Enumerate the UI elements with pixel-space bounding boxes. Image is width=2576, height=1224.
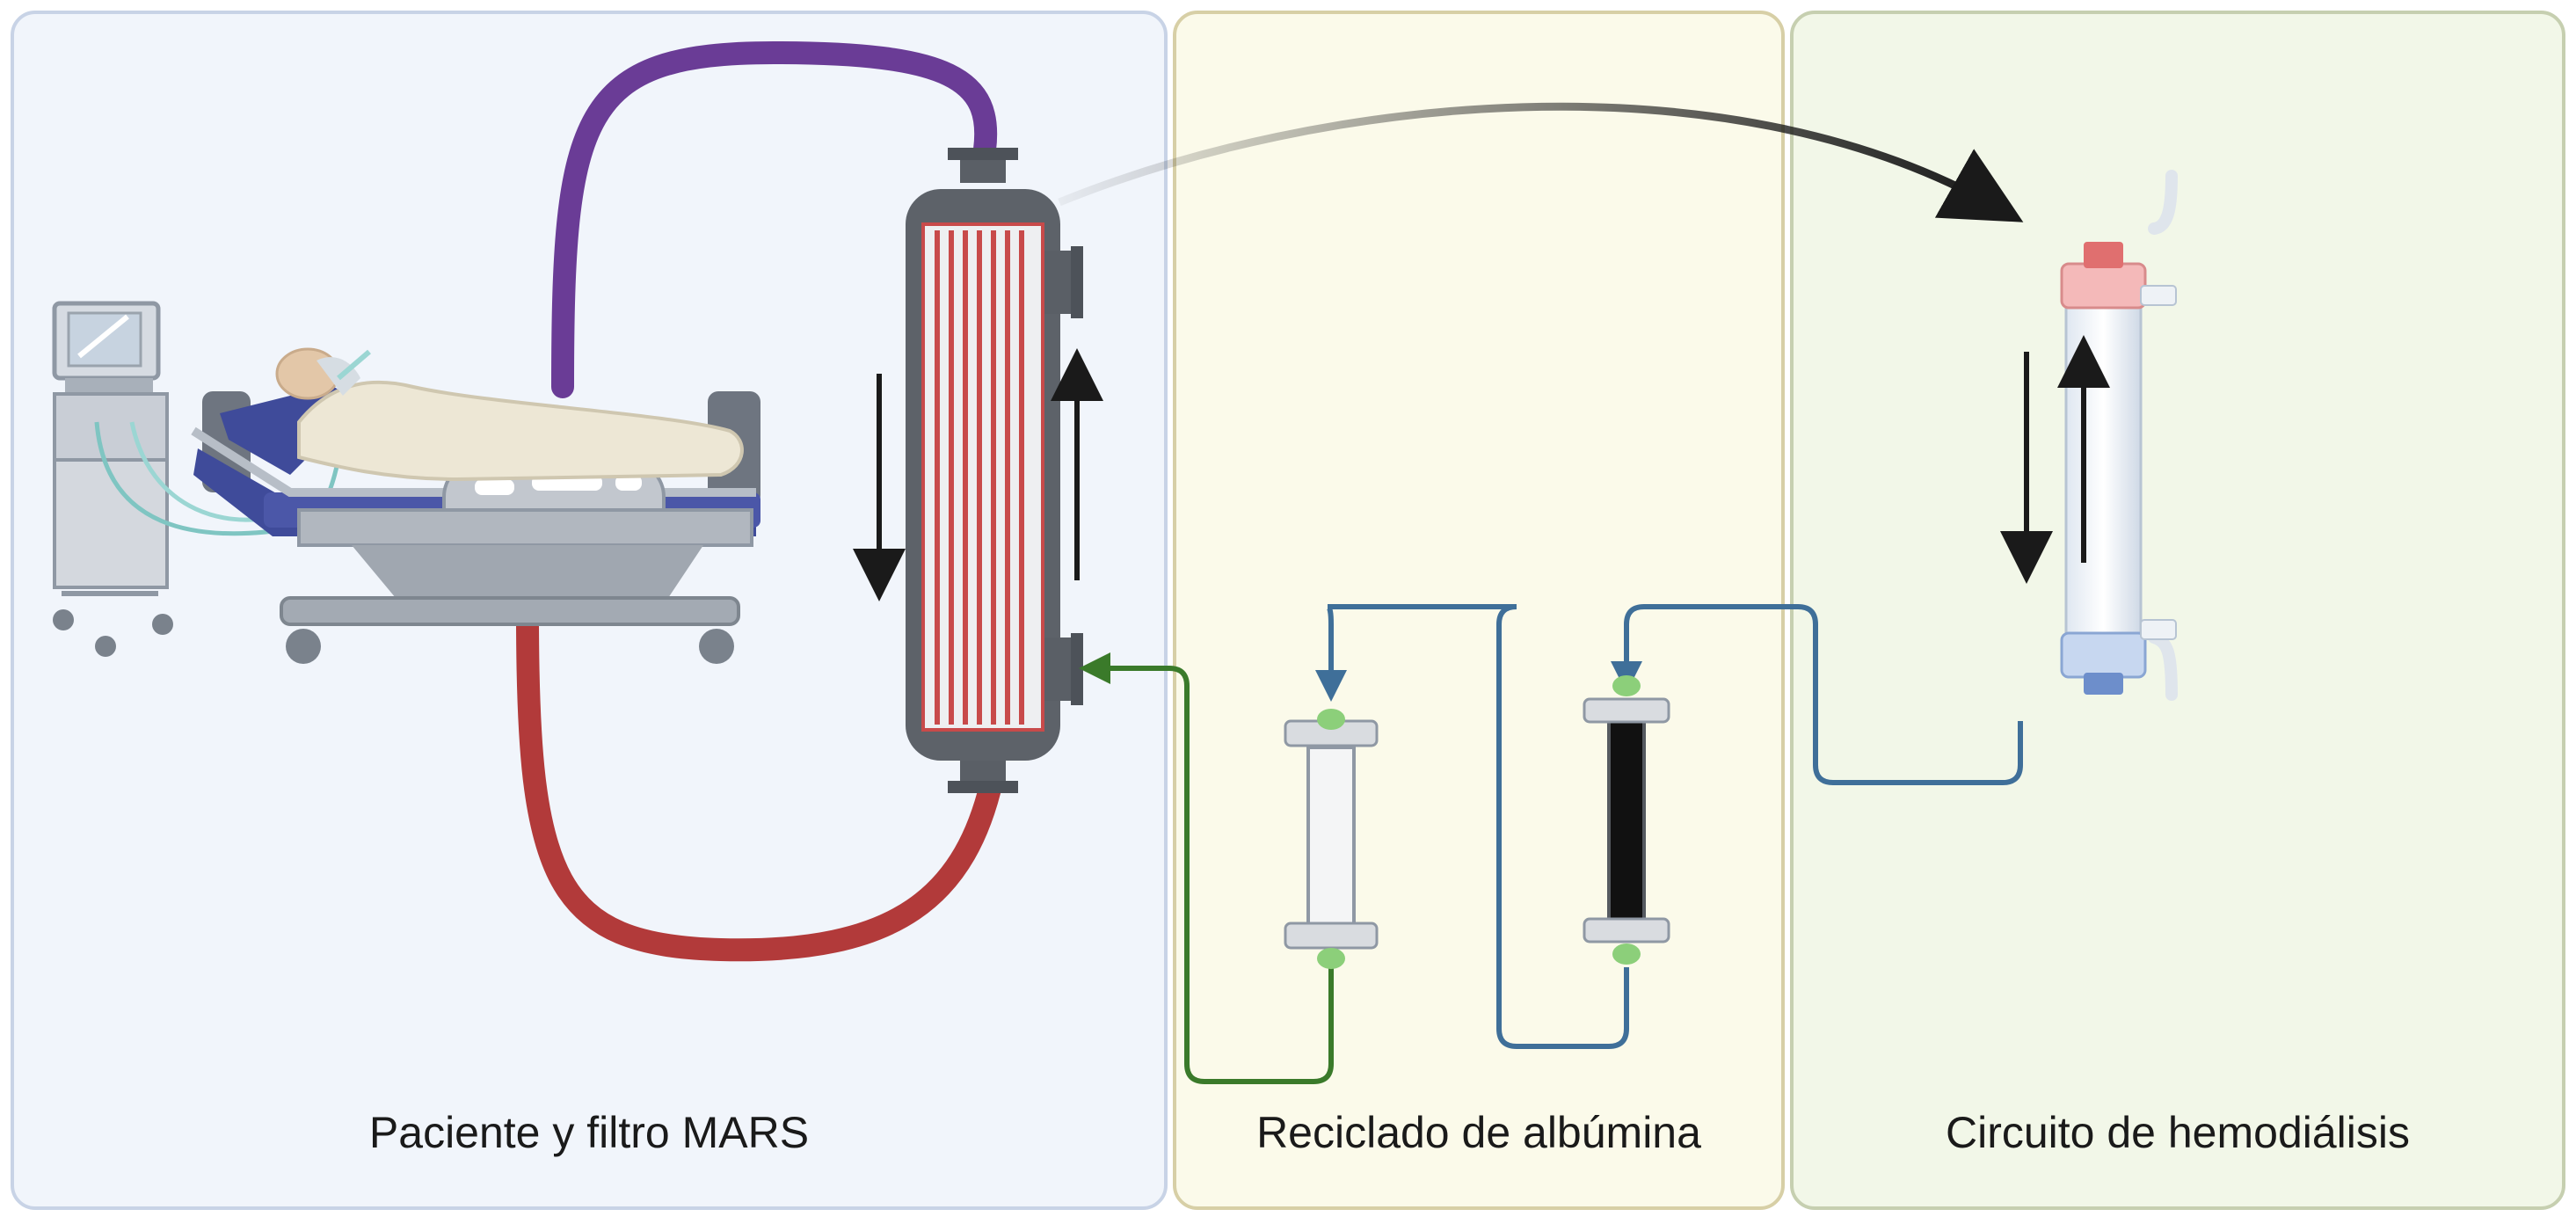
anion-exchange-column-icon	[1284, 709, 1379, 969]
red-blood-line	[516, 604, 1005, 962]
panel-label-patient: Paciente y filtro MARS	[369, 1108, 809, 1157]
charcoal-column-icon	[1583, 675, 1670, 965]
panel-label-albumin: Reciclado de albúmina	[1256, 1108, 1701, 1157]
albumin-return-line	[1079, 652, 1334, 1084]
albumin-circuit-line-right	[1611, 604, 2023, 785]
panel-label-hemodialysis: Circuito de hemodiálisis	[1946, 1108, 2410, 1157]
transfer-arrow	[1058, 102, 2024, 222]
hollow-fibers	[935, 230, 1024, 725]
patient-bed-icon	[191, 347, 760, 664]
purple-blood-line	[551, 40, 998, 398]
panel-albumin	[1173, 11, 1785, 1210]
albumin-circuit-line-left	[1328, 604, 1629, 1049]
panel-hemodialysis	[1790, 11, 2565, 1210]
mars-filter-icon	[906, 148, 1083, 793]
